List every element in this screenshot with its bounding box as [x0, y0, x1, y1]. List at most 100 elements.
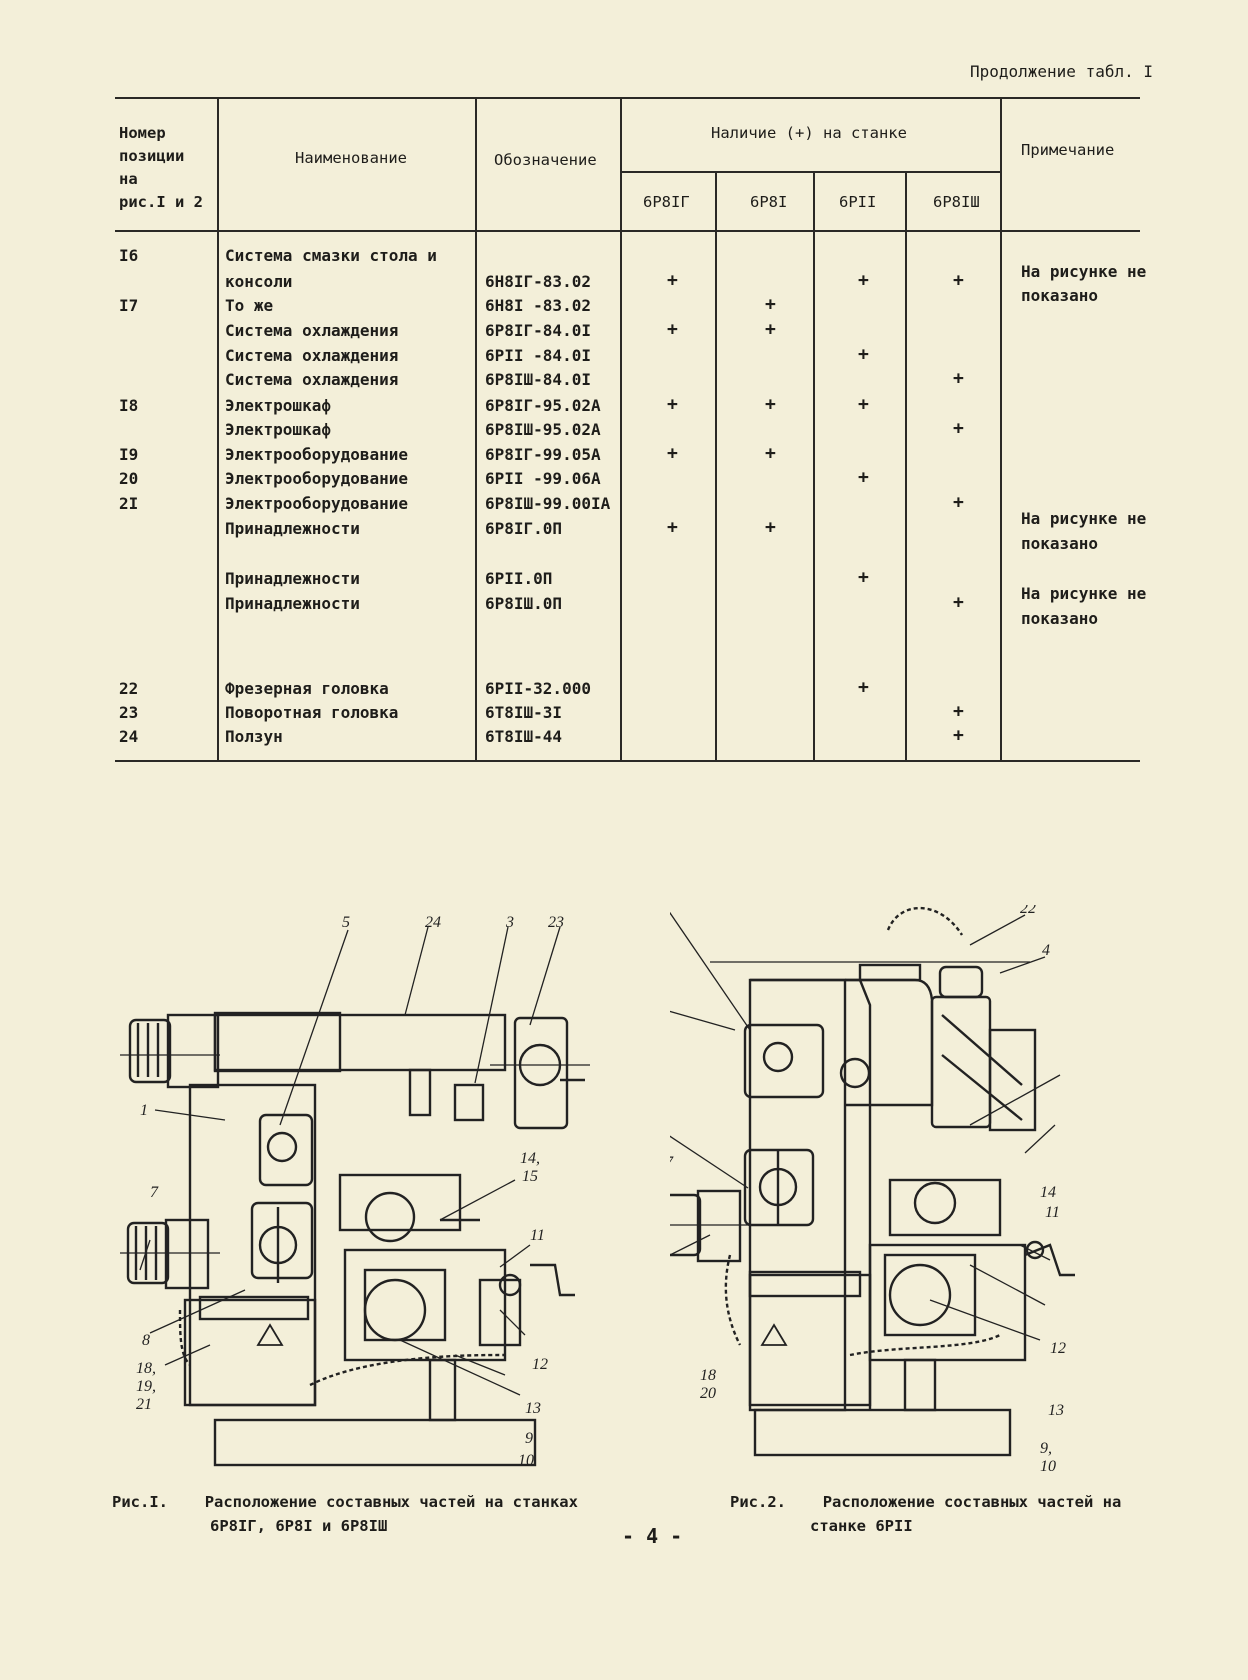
row-position: 24 [119, 727, 139, 746]
header-machine-3: 6РII [839, 193, 877, 211]
row-presence-mark: + [667, 394, 678, 415]
figure-1-caption-prefix: Рис.I. [112, 1493, 168, 1511]
row-name: Фрезерная головка [225, 679, 389, 698]
fig1-label: 13 [525, 1400, 541, 1417]
fig1-label: 7 [150, 1184, 159, 1201]
header-position-line: позиции [119, 147, 185, 165]
fig1-label: 14, [520, 1150, 540, 1167]
fig1-label: 21 [136, 1396, 152, 1413]
row-designation: 6Р8IШ.0П [485, 594, 563, 613]
row-designation: 6Р8IШ-99.00IА [485, 494, 611, 513]
row-name: Система охлаждения [225, 346, 399, 365]
row-position: I6 [119, 246, 139, 265]
header-presence: Наличие (+) на станке [711, 124, 907, 142]
row-designation: 6Р8IГ-99.05А [485, 445, 601, 464]
fig1-label: 10 [518, 1452, 534, 1469]
row-presence-mark: + [667, 517, 678, 538]
figure-2-caption-line2: станке 6РII [810, 1517, 913, 1535]
row-name: Принадлежности [225, 519, 360, 538]
col-divider-5 [813, 171, 815, 762]
fig2-label: 20 [700, 1385, 716, 1402]
fig1-label: 23 [548, 915, 564, 931]
row-name: Принадлежности [225, 569, 360, 588]
header-position-line: на [119, 170, 138, 188]
row-presence-mark: + [858, 567, 869, 588]
fig1-label: 15 [522, 1168, 538, 1185]
fig1-label: 12 [532, 1356, 548, 1373]
col-divider-3 [620, 97, 622, 762]
row-presence-mark: + [765, 443, 776, 464]
col-divider-7 [1000, 97, 1002, 762]
row-designation: 6РII -99.06А [485, 469, 601, 488]
fig1-label: 11 [530, 1227, 545, 1244]
fig1-label: 1 [140, 1102, 148, 1119]
table-continuation-label: Продолжение табл. I [969, 62, 1153, 81]
row-designation: 6РII -84.0I [485, 346, 591, 365]
col-divider-4 [715, 171, 717, 762]
fig2-label: 4 [1042, 942, 1050, 959]
figure-1-caption-line2: 6Р8IГ, 6Р8I и 6Р8IШ [210, 1517, 388, 1535]
row-name: Принадлежности [225, 594, 360, 613]
table-top-rule [115, 97, 1140, 99]
row-name: То же [225, 296, 274, 315]
row-position: 20 [119, 469, 139, 488]
row-designation: 6РII-32.000 [485, 679, 591, 698]
row-name: Электрооборудование [225, 494, 409, 513]
row-presence-mark: + [953, 725, 964, 746]
parts-table: Номер позиции на рис.I и 2 Наименование … [115, 97, 1146, 762]
row-designation: 6Т8IШ-44 [485, 727, 563, 746]
header-machine-2: 6Р8I [750, 193, 788, 211]
fig2-label: 7 [670, 1154, 674, 1171]
col-divider-1 [217, 97, 219, 762]
row-presence-mark: + [667, 270, 678, 291]
fig1-electrical-cabinet [183, 1298, 317, 1407]
row-position: 23 [119, 703, 139, 722]
figure-2-caption-prefix: Рис.2. [730, 1493, 786, 1511]
header-note: Примечание [1021, 141, 1115, 159]
row-position: 2I [119, 494, 139, 513]
row-designation: 6Р8IГ-84.0I [485, 321, 591, 340]
fig2-label: 18 [700, 1367, 716, 1384]
figure-1-caption: Рис.I. Расположение составных частей на … [112, 1490, 578, 1538]
row-presence-mark: + [858, 270, 869, 291]
row-name: Поворотная головка [225, 703, 399, 722]
row-designation: 6РII.0П [485, 569, 553, 588]
header-position-line: рис.I и 2 [119, 193, 203, 211]
row-presence-mark: + [953, 701, 964, 722]
page-number: - 4 - [622, 1524, 683, 1548]
row-name: Система охлаждения [225, 370, 399, 389]
header-machine-4: 6Р8IШ [933, 193, 980, 211]
fig1-label: 24 [425, 915, 441, 931]
header-position: Номер позиции на рис.I и 2 [119, 122, 203, 214]
row-presence-mark: + [765, 394, 776, 415]
header-designation: Обозначение [494, 151, 597, 169]
fig2-label: 9, [1040, 1440, 1052, 1457]
row-designation: 6Н8IГ-83.02 [485, 272, 591, 291]
row-presence-mark: + [953, 418, 964, 439]
row-presence-mark: + [858, 394, 869, 415]
fig2-label: 11 [1045, 1204, 1060, 1221]
fig2-label: 14 [1040, 1184, 1056, 1201]
header-machine-1: 6Р8IГ [643, 193, 690, 211]
row-designation: 6Р8IШ-95.02А [485, 420, 601, 439]
fig2-electrical-cabinet [748, 1273, 872, 1407]
row-name: Система охлаждения [225, 321, 399, 340]
row-presence-mark: + [765, 319, 776, 340]
row-note: На рисунке не [1021, 262, 1147, 281]
fig1-label: 5 [342, 915, 350, 931]
row-presence-mark: + [953, 492, 964, 513]
row-note: показано [1021, 286, 1099, 305]
fig2-base [753, 1408, 1012, 1457]
row-designation: 6Р8IГ-95.02А [485, 396, 601, 415]
header-name: Наименование [295, 149, 407, 167]
row-presence-mark: + [667, 443, 678, 464]
col-divider-6 [905, 171, 907, 762]
table-bottom-rule [115, 760, 1140, 762]
row-name: Электрошкаф [225, 396, 331, 415]
row-designation: 6Р8IГ.0П [485, 519, 563, 538]
row-position: I8 [119, 396, 139, 415]
figure-1-caption-line1: Расположение составных частей на станках [204, 1493, 578, 1511]
figure-2-caption: Рис.2. Расположение составных частей на … [730, 1490, 1121, 1538]
row-note: На рисунке не [1021, 509, 1147, 528]
